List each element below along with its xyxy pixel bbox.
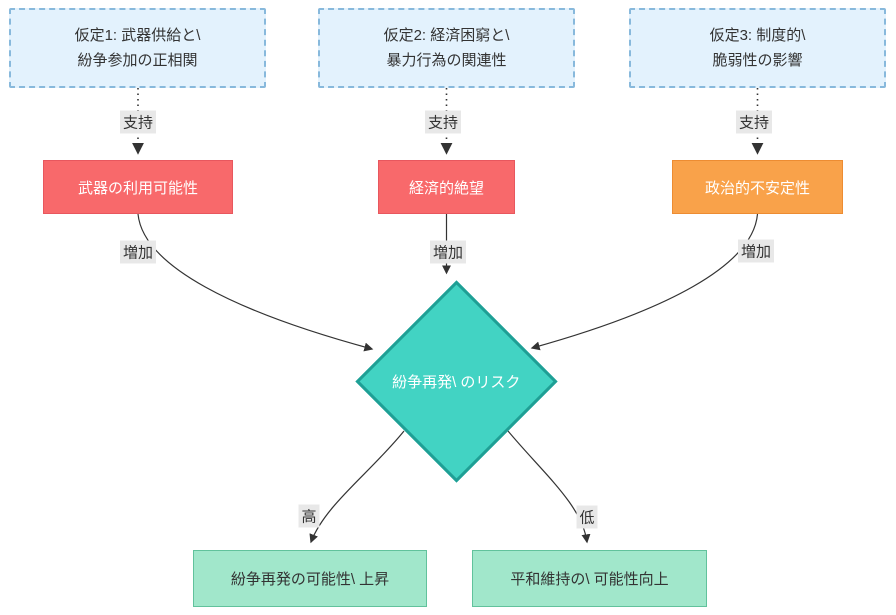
edge-factor3-risk [530,213,759,351]
node-factor-economy: 経済的絶望 [378,160,515,214]
edge-factor1-risk [137,213,374,352]
edge-label-low: 低 [576,505,598,529]
node-hypothesis-3-line1: 仮定3: 制度的\ [709,26,806,44]
node-factor-economy-label: 経済的絶望 [408,179,484,197]
node-hypothesis-1-line1: 仮定1: 武器供給と\ [74,26,201,44]
edge-label-increase-1: 増加 [119,240,157,264]
edge-label-support-1: 支持 [119,110,157,134]
node-outcome-high: 紛争再発の可能性\ 上昇 [193,550,427,607]
node-hypothesis-1-line2: 紛争参加の正相関 [77,52,198,69]
node-factor-political: 政治的不安定性 [672,160,843,214]
node-hypothesis-2-line2: 暴力行為の関連性 [386,52,507,69]
node-hypothesis-3-line2: 脆弱性の影響 [712,52,803,69]
edge-risk-outcome-low [507,430,591,544]
node-hypothesis-2-line1: 仮定2: 経済困窮と\ [383,26,510,44]
node-hypothesis-2: 仮定2: 経済困窮と\ 暴力行為の関連性 [318,8,575,88]
edge-label-support-2: 支持 [424,110,462,134]
edge-risk-outcome-high [309,430,405,544]
edge-label-support-3: 支持 [735,110,773,134]
node-outcome-low-label: 平和維持の\ 可能性向上 [510,571,669,588]
edge-label-high: 高 [298,504,320,528]
edge-label-increase-2: 増加 [429,240,467,264]
edge-label-increase-3: 増加 [737,239,775,263]
node-factor-weapons-label: 武器の利用可能性 [77,179,198,197]
node-factor-weapons: 武器の利用可能性 [43,160,233,214]
node-risk-diamond-label: 紛争再発\ のリスク [392,374,521,391]
node-factor-political-label: 政治的不安定性 [704,179,810,197]
node-hypothesis-3: 仮定3: 制度的\ 脆弱性の影響 [629,8,886,88]
node-outcome-high-label: 紛争再発の可能性\ 上昇 [230,571,390,588]
node-outcome-low: 平和維持の\ 可能性向上 [472,550,707,607]
node-hypothesis-1: 仮定1: 武器供給と\ 紛争参加の正相関 [9,8,266,88]
